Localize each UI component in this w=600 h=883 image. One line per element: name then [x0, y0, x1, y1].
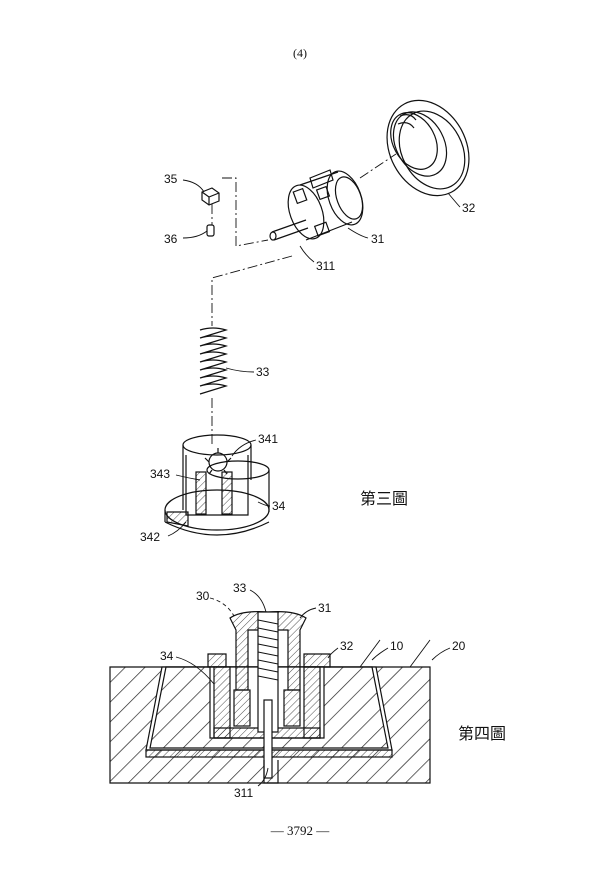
label-36: 36	[164, 232, 178, 246]
label-32: 32	[462, 201, 476, 215]
label-32-fig4: 32	[340, 639, 354, 653]
label-34-fig4: 34	[160, 649, 174, 663]
figure-3-drawing	[165, 86, 485, 536]
base-34	[165, 435, 269, 535]
label-33: 33	[256, 365, 270, 379]
label-30: 30	[196, 589, 210, 603]
label-341: 341	[258, 432, 278, 446]
label-31-fig4: 31	[318, 601, 332, 615]
label-342: 342	[140, 530, 160, 544]
label-35: 35	[164, 172, 178, 186]
label-20: 20	[452, 639, 466, 653]
figure-4-caption: 第四圖	[458, 720, 506, 744]
page-number: — 3792 —	[0, 823, 600, 839]
ring-32	[371, 86, 485, 210]
label-311: 311	[316, 259, 335, 273]
label-33-fig4: 33	[233, 581, 247, 595]
figure-3-caption: 第三圖	[360, 485, 408, 509]
spring-33	[200, 328, 226, 394]
label-311-fig4: 311	[234, 786, 253, 800]
label-34: 34	[272, 499, 286, 513]
detent-35-36	[202, 188, 219, 236]
label-343: 343	[150, 467, 170, 481]
label-31: 31	[371, 232, 385, 246]
assembly-lines	[212, 154, 396, 445]
label-10: 10	[390, 639, 404, 653]
figure-4-drawing	[110, 590, 450, 786]
